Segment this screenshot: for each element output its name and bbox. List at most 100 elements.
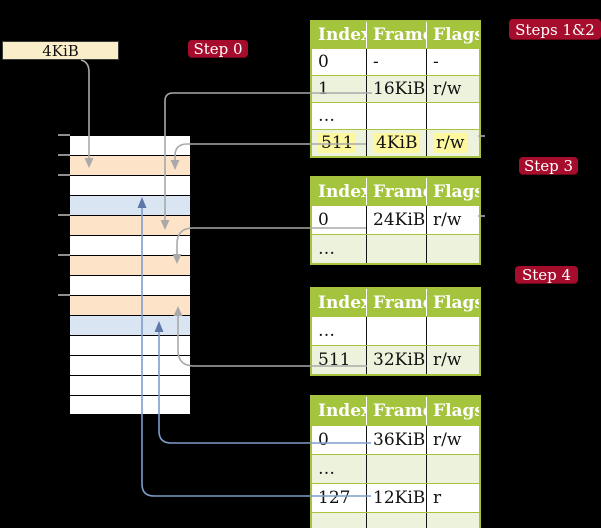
- table-cell: [427, 513, 479, 528]
- header-cell: Index: [312, 178, 367, 205]
- header-cell: Index: [312, 289, 367, 316]
- cell-text: -: [433, 52, 439, 72]
- table-cell: r: [427, 484, 479, 512]
- table-cell: [427, 235, 479, 263]
- cell-text: 1: [318, 79, 329, 99]
- table-cell: 24KiB: [367, 206, 427, 234]
- table-row: …: [312, 512, 479, 528]
- memory-row-frame-page: [70, 195, 190, 215]
- cell-text: 511: [318, 133, 357, 153]
- cell-text: 0: [318, 430, 329, 450]
- memory-row-frame-empty: [70, 395, 190, 415]
- cell-text: 24KiB: [373, 210, 426, 230]
- memory-row-frame-pagetable: [70, 295, 190, 315]
- tick-mark: [58, 134, 70, 136]
- cell-text: -: [373, 52, 379, 72]
- table-cell: [367, 103, 427, 129]
- table-cell: 511: [312, 346, 367, 374]
- header-cell: Flags: [433, 401, 479, 421]
- table-header-row: IndexFrameFlags: [312, 289, 479, 316]
- table-cell: r/w: [427, 426, 479, 454]
- table-cell: 1: [312, 76, 367, 102]
- table-row: 0 24KiB r/w: [312, 205, 479, 234]
- tick-mark: [58, 174, 70, 176]
- table-cell: …: [312, 103, 367, 129]
- table-header-row: IndexFrame Flags: [312, 397, 479, 425]
- table-cell: r/w: [427, 346, 479, 374]
- memory-row-frame-pagetable: [70, 155, 190, 175]
- step3-badge: Step 3: [519, 157, 578, 175]
- memory-row-frame-empty: [70, 355, 190, 375]
- page-table-level2: IndexFrame Flags 0 24KiB r/w …: [310, 176, 481, 265]
- cell-text: 0: [318, 210, 329, 230]
- table-cell: [367, 317, 427, 345]
- header-cell: Frame: [367, 397, 427, 425]
- table-cell: 32KiB: [367, 346, 427, 374]
- tick-mark: [58, 214, 70, 216]
- table-cell: [427, 317, 479, 345]
- table-cell: 511: [312, 130, 367, 156]
- memory-row-frame-empty: [70, 375, 190, 395]
- memory-row-frame-pagetable: [70, 255, 190, 275]
- cell-text: …: [318, 517, 335, 528]
- table-row: 0 36KiB r/w: [312, 425, 479, 454]
- tick-mark: [58, 294, 70, 296]
- cell-text: r/w: [433, 133, 468, 153]
- cell-text: …: [318, 106, 335, 126]
- tick-mark: [58, 154, 70, 156]
- table-cell: [427, 103, 479, 129]
- table-cell: [367, 235, 427, 263]
- cell-text: 12KiB: [373, 488, 426, 508]
- cell-text: r/w: [433, 210, 462, 230]
- cell-text: …: [318, 459, 335, 479]
- table-cell: 36KiB: [367, 426, 427, 454]
- cell-text: 36KiB: [373, 430, 426, 450]
- cell-text: r/w: [433, 430, 462, 450]
- table-cell: -: [367, 49, 427, 75]
- table-cell: 16KiB: [367, 76, 427, 102]
- table-row: 0--: [312, 48, 479, 75]
- cell-text: …: [318, 239, 335, 259]
- table-header-row: IndexFrame Flags: [312, 178, 479, 205]
- table-cell: 0: [312, 426, 367, 454]
- memory-row-frame-pagetable: [70, 215, 190, 235]
- tick-mark: [58, 254, 70, 256]
- frame-size-box: 4KiB: [2, 41, 119, 60]
- page-table-level0: IndexFrame Flags 0 36KiB r/w … 127 12KiB r …: [310, 395, 481, 528]
- steps12-badge: Steps 1&2: [509, 19, 601, 40]
- table-cell: -: [427, 49, 479, 75]
- table-cell: r/w: [427, 206, 479, 234]
- table-row: …: [312, 102, 479, 129]
- memory-row-frame-page: [70, 315, 190, 335]
- table-cell: 0: [312, 49, 367, 75]
- header-cell: Frame: [367, 289, 427, 316]
- table-row: …: [312, 234, 479, 263]
- table-cell: [427, 455, 479, 483]
- cell-text: 32KiB: [373, 350, 426, 370]
- table-cell: …: [312, 455, 367, 483]
- table-cell: 127: [312, 484, 367, 512]
- memory-stack: [70, 135, 190, 415]
- header-cell: Flags: [433, 25, 479, 45]
- header-cell: Index: [312, 397, 367, 425]
- table-cell: …: [312, 513, 367, 528]
- table-cell: [367, 455, 427, 483]
- table-cell: r/w: [427, 76, 479, 102]
- cell-text: r: [433, 488, 442, 508]
- header-cell: Frame: [367, 178, 427, 205]
- table-cell: 12KiB: [367, 484, 427, 512]
- table-row: …: [312, 454, 479, 483]
- table-header-row: IndexFrameFlags: [312, 22, 479, 48]
- cell-text: 511: [318, 350, 351, 370]
- memory-row-frame-empty: [70, 175, 190, 195]
- table-cell: …: [312, 235, 367, 263]
- table-row: 511 4KiB r/w: [312, 129, 479, 156]
- header-cell: Flags: [433, 181, 479, 202]
- table-cell: 4KiB: [367, 130, 427, 156]
- cell-text: 16KiB: [373, 79, 426, 99]
